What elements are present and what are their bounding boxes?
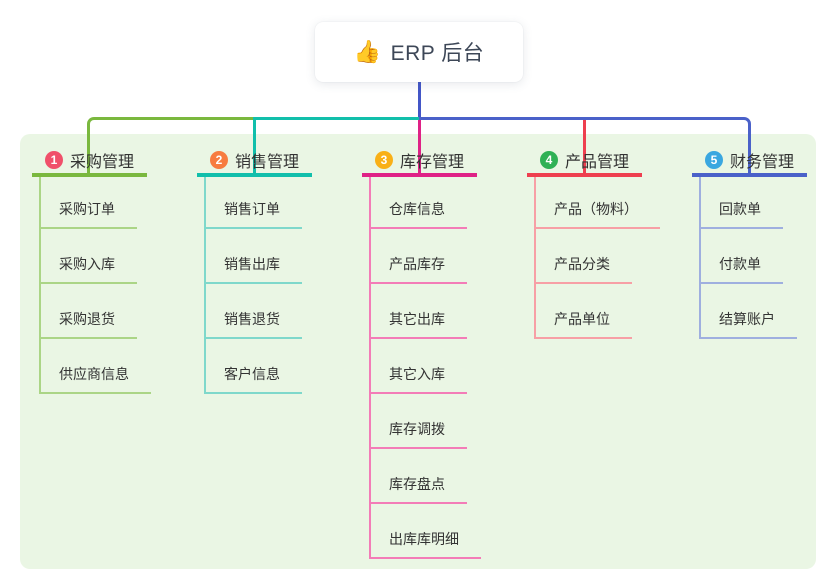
sub-item-label: 采购入库 [41, 254, 137, 284]
sub-item: 库存调拨 [371, 394, 481, 449]
sub-item: 产品分类 [536, 229, 660, 284]
badge-4-icon: 4 [539, 150, 558, 169]
sub-item-label: 库存调拨 [371, 419, 467, 449]
sub-item: 销售出库 [206, 229, 302, 284]
sub-item: 供应商信息 [41, 339, 151, 394]
branch-children-inventory: 仓库信息 产品库存 其它出库 其它入库 库存调拨 库存盘点 出库库明细 [369, 177, 481, 559]
sub-item: 库存盘点 [371, 449, 481, 504]
connector-rail-sales [253, 117, 419, 177]
branch-label: 采购管理 [69, 153, 134, 171]
sub-item-label: 其它入库 [371, 364, 467, 394]
sub-item-label: 销售出库 [206, 254, 302, 284]
branch-header-product: 4 产品管理 [527, 146, 642, 177]
sub-item: 采购入库 [41, 229, 151, 284]
branch-header-purchase: 1 采购管理 [32, 146, 147, 177]
branch-label: 销售管理 [234, 153, 299, 171]
branch-header-sales: 2 销售管理 [197, 146, 312, 177]
branch-children-purchase: 采购订单 采购入库 采购退货 供应商信息 [39, 177, 151, 394]
sub-item: 产品库存 [371, 229, 481, 284]
sub-item-label: 供应商信息 [41, 364, 151, 394]
branch-header-finance: 5 财务管理 [692, 146, 807, 177]
sub-item-label: 其它出库 [371, 309, 467, 339]
branch-children-finance: 回款单 付款单 结算账户 [699, 177, 797, 339]
badge-2-icon: 2 [209, 150, 228, 169]
badge-5-icon: 5 [704, 150, 723, 169]
sub-item: 回款单 [701, 177, 797, 229]
connector-drop-product [583, 120, 586, 177]
branch-children-sales: 销售订单 销售出库 销售退货 客户信息 [204, 177, 302, 394]
sub-item: 销售退货 [206, 284, 302, 339]
sub-item-label: 采购退货 [41, 309, 137, 339]
connector-rail-purchase [87, 117, 253, 177]
sub-item-label: 产品分类 [536, 254, 632, 284]
sub-item-label: 仓库信息 [371, 199, 467, 229]
sub-item-label: 产品（物料） [536, 199, 660, 229]
branch-label: 库存管理 [399, 153, 464, 171]
branch-label: 产品管理 [564, 153, 629, 171]
branch-label: 财务管理 [729, 153, 794, 171]
sub-item: 客户信息 [206, 339, 302, 394]
sub-item-label: 采购订单 [41, 199, 137, 229]
root-node-erp-backend: 👍 ERP 后台 [315, 22, 523, 82]
sub-item-label: 销售退货 [206, 309, 302, 339]
sub-item-label: 出库库明细 [371, 529, 481, 559]
sub-item: 销售订单 [206, 177, 302, 229]
branch-header-inventory: 3 库存管理 [362, 146, 477, 177]
thumbs-up-icon: 👍 [353, 39, 382, 64]
sub-item-label: 付款单 [701, 254, 783, 284]
sub-item-label: 回款单 [701, 199, 783, 229]
sub-item: 其它出库 [371, 284, 481, 339]
sub-item-label: 库存盘点 [371, 474, 467, 504]
sub-item-label: 产品库存 [371, 254, 467, 284]
connector-rail-finance [419, 117, 751, 177]
sub-item: 产品单位 [536, 284, 660, 339]
connector-drop-inventory [418, 120, 421, 177]
badge-1-icon: 1 [44, 150, 63, 169]
sub-item-label: 客户信息 [206, 364, 302, 394]
branch-children-product: 产品（物料） 产品分类 产品单位 [534, 177, 660, 339]
root-connector-line [418, 82, 421, 118]
badge-3-icon: 3 [374, 150, 393, 169]
sub-item-label: 产品单位 [536, 309, 632, 339]
sub-item: 结算账户 [701, 284, 797, 339]
sub-item: 采购订单 [41, 177, 151, 229]
sub-item: 付款单 [701, 229, 797, 284]
sub-item: 仓库信息 [371, 177, 481, 229]
sub-item: 采购退货 [41, 284, 151, 339]
sub-item-label: 销售订单 [206, 199, 302, 229]
root-node-label: ERP 后台 [390, 42, 485, 65]
sub-item: 其它入库 [371, 339, 481, 394]
sub-item: 产品（物料） [536, 177, 660, 229]
branches-background-panel [20, 134, 816, 569]
sub-item-label: 结算账户 [701, 309, 797, 339]
sub-item: 出库库明细 [371, 504, 481, 559]
